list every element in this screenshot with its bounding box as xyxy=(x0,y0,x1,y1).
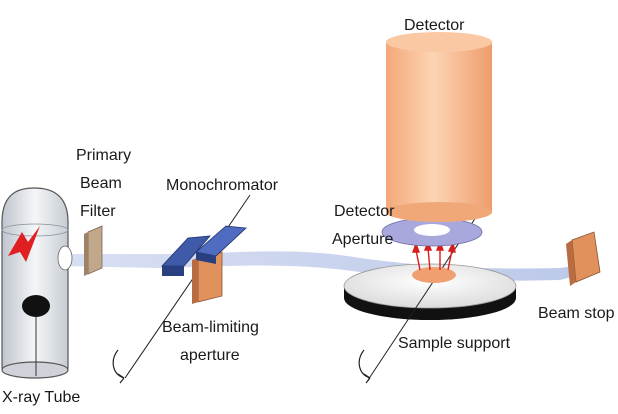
label-detector-aperture: Detector xyxy=(334,203,395,220)
label-primary-beam-filter: Primary xyxy=(76,147,131,164)
label-beam-limiting-aperture: Beam-limiting xyxy=(162,319,259,336)
label-beam-stop: Beam stop xyxy=(538,305,615,322)
rotation-arrow-icon xyxy=(112,349,125,384)
label-detector: Detector xyxy=(404,17,465,34)
label-monochromator: Monochromator xyxy=(166,177,279,194)
beam-limiting-aperture-block xyxy=(192,251,223,304)
label-sample-support: Sample support xyxy=(398,335,511,352)
beam-stop xyxy=(566,231,601,286)
rotation-arrow-icon xyxy=(358,349,371,384)
monochromator-crystals xyxy=(161,225,247,276)
detector-cylinder xyxy=(386,32,492,222)
monochromator-axis xyxy=(124,194,251,379)
sample-spot xyxy=(412,267,456,283)
label-detector-aperture: Aperture xyxy=(332,231,393,248)
primary-beam-filter xyxy=(84,225,103,276)
label-xray-tube: X-ray Tube xyxy=(2,389,80,406)
xray-bolt-icon xyxy=(8,226,40,262)
label-primary-beam-filter: Filter xyxy=(80,203,116,220)
detector-aperture-ring xyxy=(381,217,483,247)
label-beam-limiting-aperture: aperture xyxy=(180,347,240,364)
xray-tube xyxy=(1,187,73,379)
label-primary-beam-filter: Beam xyxy=(80,175,122,192)
